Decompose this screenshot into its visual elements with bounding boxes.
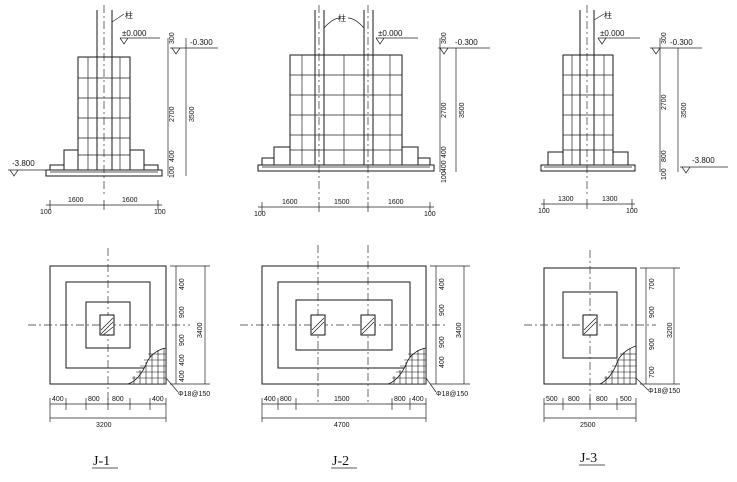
j2-ph-4: 800: [394, 396, 406, 403]
j1-plan: Φ18@150 400 900 900 400 400 3400 400 800…: [28, 248, 210, 469]
j3-elev-bottom: -3.800: [692, 156, 715, 165]
j3-column-label: 柱: [604, 10, 612, 20]
j2-hdim-1: 1600: [282, 199, 298, 206]
j3-hend-1: 100: [538, 208, 550, 215]
j1-vdim-100: 100: [169, 166, 176, 178]
j3-pv-2: 900: [649, 306, 656, 318]
j1-elev-top: ±0.000: [122, 29, 147, 38]
j2-elev-top: ±0.000: [378, 29, 403, 38]
j1-vdim-400: 400: [169, 150, 176, 162]
j1-vdim-3500: 3500: [189, 106, 196, 122]
j3-ph-2: 800: [568, 396, 580, 403]
j2-vdim-3500: 3500: [459, 102, 466, 118]
j1-pv-3: 900: [179, 334, 186, 346]
j3-plan: Φ18@150 700 900 900 700 3200 500 800 800…: [524, 250, 680, 466]
j3-rebar-note: Φ18@150: [648, 388, 680, 395]
j1-rebar-note: Φ18@150: [178, 391, 210, 398]
j3-vdim-300: 300: [661, 32, 668, 44]
j3-elev-grade: -0.300: [670, 38, 693, 47]
j2-vdim-400b: 400: [441, 160, 448, 172]
j1-ph-2: 800: [88, 396, 100, 403]
j2-plan: Φ18@150 400 900 900 400 3400 400 800 150…: [240, 245, 470, 469]
j3-pv-3: 900: [649, 338, 656, 350]
j2-vdim-400a: 400: [441, 146, 448, 158]
j2-hend-1: 100: [254, 211, 266, 218]
j3-title: J-3: [580, 451, 597, 466]
j2-rebar-note: Φ18@150: [436, 391, 468, 398]
j3-pv-total: 3200: [667, 322, 674, 338]
j3-vdim-2700: 2700: [661, 94, 668, 110]
j2-plan-total: 4700: [334, 422, 350, 429]
j1-column-label: 柱: [125, 10, 133, 20]
j2-vdim-300: 300: [441, 32, 448, 44]
j1-ph-3: 800: [112, 396, 124, 403]
j2-ph-2: 800: [280, 396, 292, 403]
j3-elev-top: ±0.000: [600, 29, 625, 38]
j2-pv-1: 400: [439, 278, 446, 290]
j3-hdim-1: 1300: [558, 196, 574, 203]
j3-ph-1: 500: [546, 396, 558, 403]
j2-elev-grade: -0.300: [455, 38, 478, 47]
j3-vdim-100: 100: [661, 168, 668, 180]
j2-vdim-2700: 2700: [441, 102, 448, 118]
j2-hdim-2: 1500: [334, 199, 350, 206]
j1-hend-2: 100: [154, 209, 166, 216]
j3-pv-1: 700: [649, 278, 656, 290]
j1-pv-4: 400: [179, 354, 186, 366]
j1-hdim-2: 1600: [122, 197, 138, 204]
j1-title: J-1: [93, 454, 110, 469]
j1-hend-1: 100: [40, 209, 52, 216]
j3-ph-4: 500: [620, 396, 632, 403]
j3-ph-3: 800: [596, 396, 608, 403]
j1-plan-total: 3200: [96, 422, 112, 429]
j2-vdim-100: 100: [441, 171, 448, 183]
j2-pv-4: 400: [439, 356, 446, 368]
j1-vdim-300: 300: [169, 32, 176, 44]
j2-pv-2: 900: [439, 304, 446, 316]
j1-vdim-2700: 2700: [169, 106, 176, 122]
j2-pv-3: 900: [439, 336, 446, 348]
j1-ph-4: 400: [152, 396, 164, 403]
j1-ph-1: 400: [52, 396, 64, 403]
j1-pv-2: 900: [179, 306, 186, 318]
j3-pv-4: 700: [649, 366, 656, 378]
j2-column-label: 柱: [338, 13, 346, 23]
j2-title: J-2: [332, 454, 349, 469]
j3-elevation: 柱 ±0.000 -0.300 -3.800 300 2700 3500 800…: [538, 5, 728, 215]
j1-pv-1: 400: [179, 278, 186, 290]
j2-elevation: 柱 ±0.000 -0.300 300 2700 3500 400 400 10…: [254, 5, 490, 218]
j2-pv-total: 3400: [456, 322, 463, 338]
j3-hend-2: 100: [626, 208, 638, 215]
j2-ph-3: 1500: [334, 396, 350, 403]
j1-elev-bottom: -3.800: [12, 159, 35, 168]
j2-hend-2: 100: [424, 211, 436, 218]
j3-vdim-3500: 3500: [681, 102, 688, 118]
j2-hdim-3: 1600: [388, 199, 404, 206]
j3-vdim-800: 800: [661, 150, 668, 162]
j3-plan-total: 2500: [580, 422, 596, 429]
j1-pv-total: 3400: [197, 322, 204, 338]
j2-ph-5: 400: [412, 396, 424, 403]
j1-elev-grade: -0.300: [190, 38, 213, 47]
j1-elevation: 柱 ±0.000 -0.300 -3.800 300 2700 3500 400…: [8, 5, 218, 216]
j1-pv-5: 400: [179, 370, 186, 382]
j3-hdim-2: 1300: [602, 196, 618, 203]
j1-hdim-1: 1600: [68, 197, 84, 204]
j2-ph-1: 400: [264, 396, 276, 403]
